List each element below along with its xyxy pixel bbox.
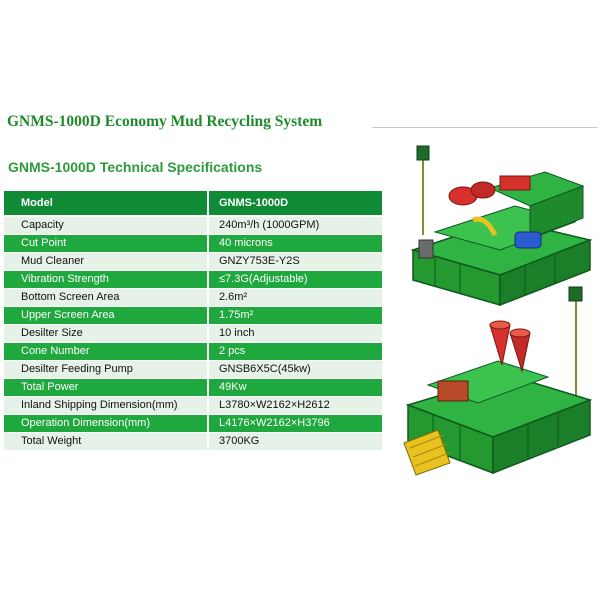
spec-value: 10 inch [207,324,382,343]
main-title: GNMS-1000D Economy Mud Recycling System [7,113,323,130]
spec-label: Inland Shipping Dimension(mm) [4,396,208,415]
spec-label: Operation Dimension(mm) [4,414,208,433]
spec-value: GNSB6X5C(45kw) [207,360,382,379]
spec-value: 240m³/h (1000GPM) [207,216,382,235]
table-row: Capacity 240m³/h (1000GPM) [4,216,382,235]
spec-label: Desilter Feeding Pump [4,360,208,379]
table-row: Mud Cleaner GNZY753E-Y2S [4,252,382,271]
table-row: Bottom Screen Area 2.6m² [4,288,382,307]
section-subtitle: GNMS-1000D Technical Specifications [8,159,263,175]
table-row: Cone Number 2 pcs [4,342,382,361]
table-row: Total Power 49Kw [4,378,382,397]
table-row: Cut Point 40 microns [4,234,382,253]
spec-value: L4176×W2162×H3796 [207,414,382,433]
spec-value: 40 microns [207,234,382,253]
spec-table-header-row: Model GNMS-1000D [4,191,382,217]
spec-label: Upper Screen Area [4,306,208,325]
mud-recycling-unit-illustration-2 [403,286,593,476]
spec-label: Total Power [4,378,208,397]
spec-label: Desilter Size [4,324,208,343]
table-row: Upper Screen Area 1.75m² [4,306,382,325]
spec-label: Mud Cleaner [4,252,208,271]
table-row: Vibration Strength ≤7.3G(Adjustable) [4,270,382,289]
spec-label: Vibration Strength [4,270,208,289]
table-row: Desilter Feeding Pump GNSB6X5C(45kw) [4,360,382,379]
spec-value: 1.75m² [207,306,382,325]
spec-value: 3700KG [207,432,382,451]
spec-value: ≤7.3G(Adjustable) [207,270,382,289]
spec-label: Cut Point [4,234,208,253]
table-row: Operation Dimension(mm) L4176×W2162×H379… [4,414,382,433]
title-divider [372,127,598,128]
mud-recycling-unit-illustration-1 [410,145,593,307]
table-row: Inland Shipping Dimension(mm) L3780×W216… [4,396,382,415]
spec-value: 2.6m² [207,288,382,307]
spec-value: 2 pcs [207,342,382,361]
header-model: Model [4,191,208,217]
spec-label: Cone Number [4,342,208,361]
spec-value: GNZY753E-Y2S [207,252,382,271]
spec-table: Model GNMS-1000D Capacity 240m³/h (1000G… [4,191,382,451]
spec-label: Bottom Screen Area [4,288,208,307]
spec-label: Total Weight [4,432,208,451]
header-model-value: GNMS-1000D [207,191,382,217]
table-row: Total Weight 3700KG [4,432,382,451]
spec-value: L3780×W2162×H2612 [207,396,382,415]
table-row: Desilter Size 10 inch [4,324,382,343]
spec-label: Capacity [4,216,208,235]
spec-value: 49Kw [207,378,382,397]
